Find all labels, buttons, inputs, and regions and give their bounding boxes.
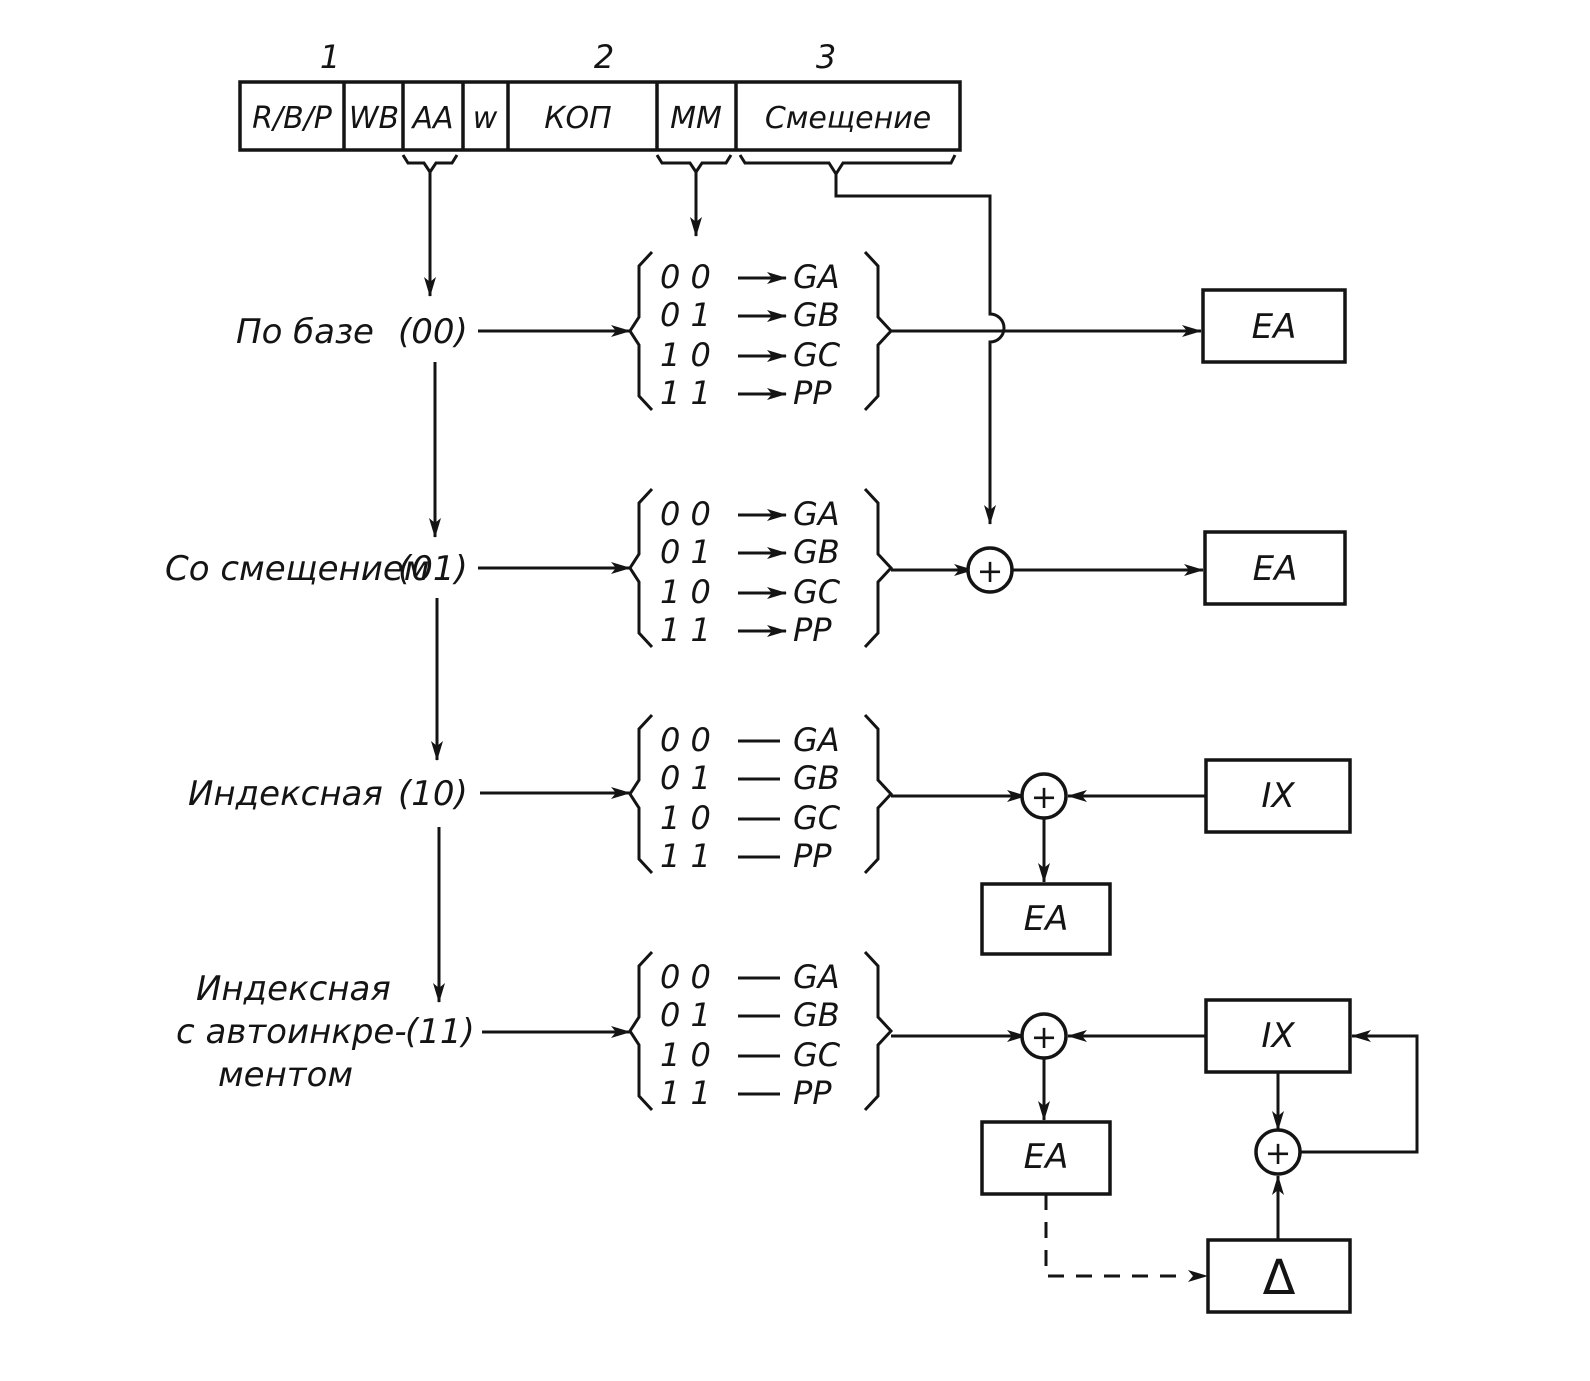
table-code: 1 0 xyxy=(660,1036,711,1074)
mode-code: (11) xyxy=(405,1012,475,1052)
mode-label: Индексная xyxy=(188,774,383,814)
displacement-flow xyxy=(834,174,1006,525)
table-code: 1 1 xyxy=(660,611,711,649)
register-table-base: 0 0 0 1 1 0 1 1 GA GB GC PP xyxy=(628,250,894,412)
table-code: 0 1 xyxy=(660,533,711,571)
adder-displacement: + xyxy=(966,546,1014,594)
table-code: 0 1 xyxy=(660,759,711,797)
ix-label: IX xyxy=(1261,776,1295,816)
table-code: 0 0 xyxy=(660,495,711,533)
table-code: 1 0 xyxy=(660,799,711,837)
register-table-indexed-autoincrement: 0 0 0 1 1 0 1 1 GA GB GC PP xyxy=(628,950,894,1112)
table-brace-left xyxy=(628,250,654,412)
ea-box xyxy=(1203,530,1347,606)
table-register: GA xyxy=(793,495,840,533)
instruction-format: 1 2 3 R/B/P WB AA w КОП MM Смещение xyxy=(238,38,1006,525)
table-register: GB xyxy=(793,533,840,571)
field-rbp: R/B/P xyxy=(252,101,333,136)
field-w: w xyxy=(473,101,498,136)
table-code: 1 0 xyxy=(660,336,711,374)
table-brace-right xyxy=(863,950,894,1112)
adder-autoincrement-address: + xyxy=(1020,1012,1068,1060)
table-brace-left xyxy=(628,487,654,649)
field-group-number-1: 1 xyxy=(320,38,340,76)
mode-code: (01) xyxy=(398,549,468,589)
adder-symbol: + xyxy=(1031,778,1058,816)
table-register: PP xyxy=(793,374,832,412)
mode-displacement: Со смещением (01) xyxy=(165,549,468,589)
increment-feedback-arrow xyxy=(1300,1030,1419,1154)
instruction-frame xyxy=(238,80,962,152)
table-register: PP xyxy=(793,837,832,875)
table-code: 0 1 xyxy=(660,996,711,1034)
mode-label-line: Индексная xyxy=(196,969,391,1009)
brace-displacement xyxy=(738,154,957,177)
field-wb: WB xyxy=(349,101,399,136)
table-register: PP xyxy=(793,1074,832,1112)
table-register: PP xyxy=(793,611,832,649)
ea-label: EA xyxy=(1252,307,1297,347)
table-register: GB xyxy=(793,996,840,1034)
ea-label: EA xyxy=(1253,549,1298,589)
register-table-displacement: 0 0 0 1 1 0 1 1 GA GB GC PP xyxy=(628,487,894,649)
table-brace-left xyxy=(628,713,654,875)
table-register: GC xyxy=(793,336,841,374)
table-register: GB xyxy=(793,296,840,334)
adder-index-increment: + xyxy=(1254,1128,1302,1176)
mode-code: (10) xyxy=(398,774,468,814)
mode-indexed: Индексная (10) xyxy=(188,774,468,814)
table-code: 1 1 xyxy=(660,374,711,412)
mode-label: Со смещением xyxy=(165,549,429,589)
register-table-indexed: 0 0 0 1 1 0 1 1 GA GB GC PP xyxy=(628,713,894,875)
ix-box xyxy=(1204,998,1352,1074)
table-register: GC xyxy=(793,799,841,837)
ix-box xyxy=(1204,758,1352,834)
ea-box xyxy=(980,882,1112,956)
field-group-number-3: 3 xyxy=(816,38,836,76)
field-displacement: Смещение xyxy=(765,101,931,136)
ix-label: IX xyxy=(1261,1016,1295,1056)
table-brace-right xyxy=(863,713,894,875)
table-code: 0 0 xyxy=(660,721,711,759)
brace-mm xyxy=(655,154,733,175)
table-brace-right xyxy=(863,250,894,412)
ea-to-increment-dashed xyxy=(1044,1194,1188,1278)
table-code: 1 0 xyxy=(660,573,711,611)
ea-label: EA xyxy=(1024,1137,1069,1177)
mode-base: По базе (00) xyxy=(236,312,468,352)
field-aa: AA xyxy=(410,101,453,136)
increment-symbol: Δ xyxy=(1263,1250,1296,1306)
mode-label: По базе xyxy=(236,312,374,352)
mode-indexed-autoincrement: Индексная с автоинкре- ментом (11) xyxy=(176,969,475,1095)
table-register: GA xyxy=(793,721,840,759)
field-opcode: КОП xyxy=(544,101,611,136)
table-code: 0 0 xyxy=(660,258,711,296)
adder-indexed: + xyxy=(1020,772,1068,820)
adder-symbol: + xyxy=(1031,1018,1058,1056)
adder-symbol: + xyxy=(977,552,1004,590)
adder-symbol: + xyxy=(1265,1134,1292,1172)
table-code: 1 1 xyxy=(660,1074,711,1112)
dashed-arrowhead xyxy=(1188,1270,1208,1282)
ea-box xyxy=(1201,288,1347,364)
table-register: GA xyxy=(793,258,840,296)
table-code: 0 0 xyxy=(660,958,711,996)
table-brace-left xyxy=(628,950,654,1112)
mode-code: (00) xyxy=(398,312,468,352)
table-register: GB xyxy=(793,759,840,797)
brace-aa xyxy=(401,154,459,175)
table-code: 0 1 xyxy=(660,296,711,334)
table-register: GC xyxy=(793,1036,841,1074)
mode-label-line: ментом xyxy=(218,1055,353,1095)
table-register: GC xyxy=(793,573,841,611)
field-group-number-2: 2 xyxy=(594,38,614,76)
field-mm: MM xyxy=(670,101,722,136)
table-register: GA xyxy=(793,958,840,996)
ea-label: EA xyxy=(1024,899,1069,939)
table-brace-right xyxy=(863,487,894,649)
table-code: 1 1 xyxy=(660,837,711,875)
mode-label-line: с автоинкре- xyxy=(176,1012,407,1052)
